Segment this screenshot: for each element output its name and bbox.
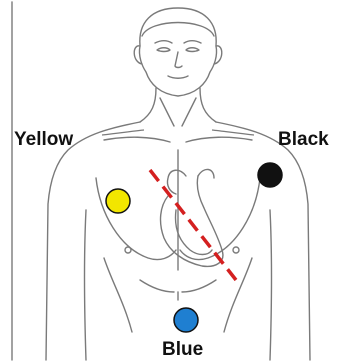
black-leader-line bbox=[212, 130, 254, 135]
label-yellow: Yellow bbox=[14, 130, 73, 149]
right-eyebrow bbox=[184, 41, 201, 43]
right-pectoral bbox=[180, 178, 260, 260]
electrode-black bbox=[258, 163, 282, 187]
left-clavicle bbox=[104, 137, 170, 142]
right-shoulder bbox=[216, 122, 310, 360]
left-flank bbox=[104, 258, 132, 332]
heart-aorta bbox=[167, 170, 186, 194]
left-arm-inner bbox=[85, 210, 87, 360]
abdomen-right bbox=[182, 280, 216, 292]
label-blue: Blue bbox=[162, 340, 203, 359]
heart-vessel bbox=[198, 169, 214, 178]
left-shoulder bbox=[46, 122, 140, 360]
right-eye bbox=[186, 48, 199, 52]
right-nipple bbox=[233, 247, 239, 253]
right-arm-inner bbox=[270, 210, 272, 360]
left-eyebrow bbox=[155, 41, 172, 43]
nose bbox=[175, 52, 182, 68]
abdomen-left bbox=[140, 280, 174, 292]
left-eye bbox=[157, 48, 170, 52]
left-nipple bbox=[125, 247, 131, 253]
heart-inner-wall bbox=[176, 210, 212, 255]
electrode-blue bbox=[174, 308, 198, 332]
hair-line bbox=[142, 23, 214, 37]
electrode-yellow bbox=[106, 189, 130, 213]
mouth bbox=[168, 76, 188, 78]
neck-left bbox=[140, 88, 156, 122]
neck-muscle-right bbox=[182, 98, 196, 126]
neck-muscle-left bbox=[160, 98, 174, 126]
right-clavicle bbox=[186, 137, 252, 142]
yellow-leader-line bbox=[102, 130, 144, 135]
label-black: Black bbox=[278, 130, 329, 149]
neck-right bbox=[200, 88, 216, 122]
